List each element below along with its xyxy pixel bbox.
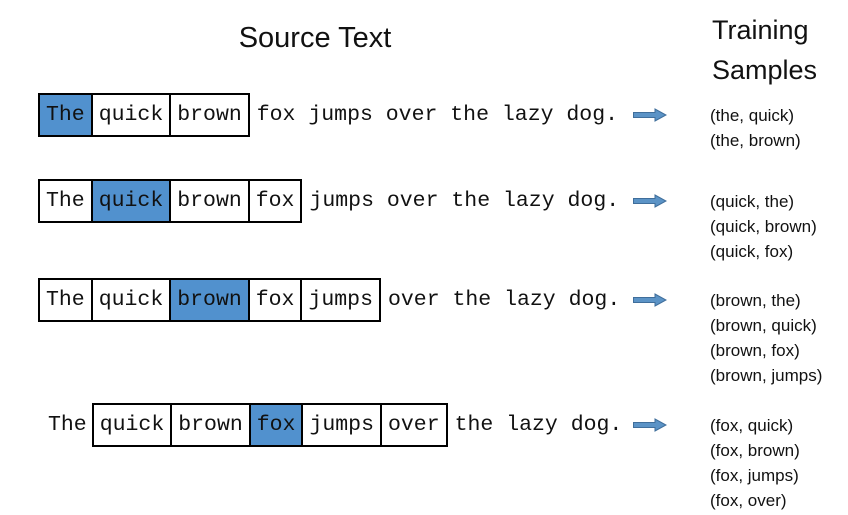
training-sample: (fox, over) bbox=[710, 491, 787, 510]
context-word-box: The bbox=[38, 179, 93, 223]
plain-text: over the lazy dog. bbox=[387, 288, 621, 312]
training-sample: (the, quick) bbox=[710, 106, 795, 125]
training-sample: (brown, fox) bbox=[710, 341, 800, 360]
context-word-box: fox bbox=[247, 179, 303, 223]
training-sample: (fox, jumps) bbox=[710, 466, 799, 485]
plain-text: the lazy dog. bbox=[454, 413, 623, 437]
context-word-box: quick bbox=[90, 278, 172, 322]
training-sample: (the, brown) bbox=[710, 131, 801, 150]
training-sample: (quick, the) bbox=[710, 192, 795, 211]
training-samples-list: (quick, the) (quick, brown) (quick, fox) bbox=[710, 189, 817, 264]
training-samples-list: (the, quick) (the, brown) bbox=[710, 103, 801, 153]
input-word-box: brown bbox=[169, 278, 250, 322]
training-sample: (quick, fox) bbox=[710, 242, 794, 261]
context-word-box: quick bbox=[91, 403, 173, 447]
context-word-box: brown bbox=[170, 403, 251, 447]
training-samples-list: (brown, the) (brown, quick) (brown, fox) (b… bbox=[710, 288, 822, 388]
training-samples-title-line1: Training bbox=[712, 15, 809, 45]
context-word-box: brown bbox=[169, 179, 250, 223]
plain-text: jumps over the lazy dog. bbox=[309, 189, 620, 213]
right-arrow-icon bbox=[633, 418, 667, 432]
training-sample: (brown, the) bbox=[710, 291, 801, 310]
context-word-box: brown bbox=[169, 93, 250, 137]
context-word-box: jumps bbox=[300, 278, 381, 322]
training-sample: (fox, brown) bbox=[710, 441, 800, 460]
context-word-box: The bbox=[38, 278, 93, 322]
context-word-box: over bbox=[379, 403, 448, 447]
training-samples-list: (fox, quick) (fox, brown) (fox, jumps) (fox… bbox=[710, 413, 800, 513]
plain-text: The bbox=[48, 413, 87, 437]
right-arrow-icon bbox=[633, 293, 667, 307]
right-arrow-icon bbox=[633, 108, 667, 122]
context-word-box: quick bbox=[90, 93, 172, 137]
source-text-title: Source Text bbox=[238, 22, 392, 54]
training-samples-title-line2: Samples bbox=[712, 55, 818, 85]
training-samples-title: Training Samples bbox=[712, 10, 817, 90]
input-word-box: The bbox=[38, 93, 93, 137]
training-sample: (brown, quick) bbox=[710, 316, 817, 335]
input-word-box: fox bbox=[248, 403, 304, 447]
context-word-box: fox bbox=[247, 278, 303, 322]
plain-text: fox jumps over the lazy dog. bbox=[256, 103, 619, 127]
training-sample: (brown, jumps) bbox=[710, 366, 823, 385]
right-arrow-icon bbox=[633, 194, 667, 208]
input-word-box: quick bbox=[90, 179, 172, 223]
context-word-box: jumps bbox=[301, 403, 382, 447]
training-sample: (quick, brown) bbox=[710, 217, 817, 236]
training-sample: (fox, quick) bbox=[710, 416, 794, 435]
